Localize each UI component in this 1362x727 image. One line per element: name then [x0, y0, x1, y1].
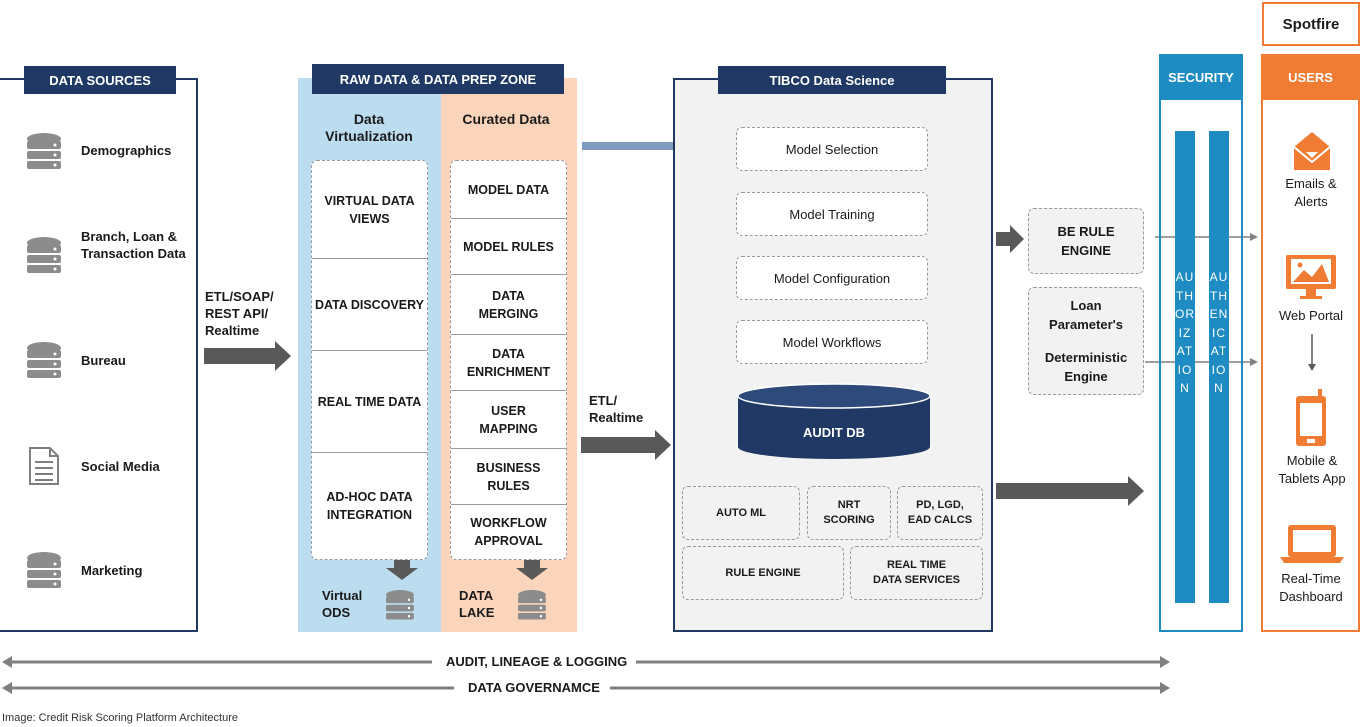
- deterministic-engine-label: Deterministic Engine: [1044, 350, 1128, 384]
- database-icon: [27, 552, 61, 588]
- security-panel: [1159, 54, 1243, 632]
- data-governance-label: DATA GOVERNAMCE: [468, 680, 600, 695]
- virtual-ods-label: Virtual ODS: [322, 588, 363, 620]
- curated-title: Curated Data: [462, 111, 550, 127]
- pd-lgd-ead-calcs: PD, LGD, EAD CALCS: [897, 486, 983, 540]
- workflow-approval: WORKFLOW APPROVAL: [470, 516, 547, 548]
- emails-alerts-label: Emails & Alerts: [1285, 176, 1337, 209]
- source-social-media: Social Media: [81, 459, 160, 474]
- be-arrow: [996, 225, 1024, 253]
- source-demographics: Demographics: [81, 143, 172, 158]
- virtualization-title: Data Virtualization: [325, 111, 413, 144]
- model-configuration: Model Configuration: [736, 256, 928, 300]
- model-training: Model Training: [736, 192, 928, 236]
- document-icon: [29, 447, 59, 485]
- data-merging: DATA MERGING: [451, 275, 566, 335]
- etl-arrow: [204, 341, 291, 371]
- source-branch-loan: Branch, Loan & Transaction Data: [81, 229, 186, 261]
- real-time-data-services: REAL TIME DATA SERVICES: [850, 546, 983, 600]
- rule-engine: RULE ENGINE: [682, 546, 844, 600]
- nrt-scoring: NRT SCORING: [807, 486, 891, 540]
- tibco-header: TIBCO Data Science: [718, 66, 946, 94]
- data-enrichment: DATA ENRICHMENT: [451, 335, 566, 391]
- virtual-data-views: VIRTUAL DATA VIEWS: [312, 161, 427, 259]
- caption: Image: Credit Risk Scoring Platform Arch…: [2, 712, 238, 724]
- loan-parameter-engine: Loan Parameter's Deterministic Engine: [1028, 287, 1144, 395]
- model-data: MODEL DATA: [451, 161, 566, 219]
- real-time-data: REAL TIME DATA: [312, 351, 427, 453]
- source-bureau: Bureau: [81, 353, 126, 368]
- user-mapping: USER MAPPING: [451, 391, 566, 449]
- security-arrow: [996, 476, 1144, 506]
- model-workflows: Model Workflows: [736, 320, 928, 364]
- be-rule-engine: BE RULE ENGINE: [1028, 208, 1144, 274]
- authentication-bar: [1209, 131, 1229, 603]
- virtualization-list: VIRTUAL DATA VIEWS DATA DISCOVERY REAL T…: [311, 160, 428, 560]
- curated-list: MODEL DATA MODEL RULES DATA MERGING DATA…: [450, 160, 567, 560]
- authentication-text: AUTHENICATION: [1209, 270, 1229, 395]
- data-discovery: DATA DISCOVERY: [312, 259, 427, 351]
- database-icon: [27, 237, 61, 273]
- audit-db-label: AUDIT DB: [802, 424, 866, 440]
- database-icon: [27, 342, 61, 378]
- data-lake-label: DATA LAKE: [459, 588, 495, 620]
- authorization-bar: [1175, 131, 1195, 603]
- audit-lineage-label: AUDIT, LINEAGE & LOGGING: [446, 654, 628, 669]
- auto-ml: AUTO ML: [682, 486, 800, 540]
- data-sources-header: DATA SOURCES: [24, 66, 176, 94]
- security-header: SECURITY: [1159, 54, 1243, 100]
- authorization-text: AUTHORIZATION: [1175, 270, 1195, 395]
- business-rules: BUSINESS RULES: [451, 449, 566, 505]
- web-portal-label: Web Portal: [1278, 308, 1344, 323]
- database-icon: [27, 133, 61, 169]
- ad-hoc-data-integration: AD-HOC DATA INTEGRATION: [326, 490, 413, 522]
- etl-realtime-label: ETL/ Realtime: [589, 393, 644, 425]
- users-header: USERS: [1261, 54, 1360, 100]
- model-selection: Model Selection: [736, 127, 928, 171]
- etl-label: ETL/SOAP/ REST API/ Realtime: [205, 289, 274, 338]
- users-panel: [1261, 54, 1360, 632]
- source-marketing: Marketing: [81, 563, 143, 578]
- spotfire-box: Spotfire: [1262, 2, 1360, 46]
- etl-realtime-arrow: [581, 430, 671, 460]
- real-time-dashboard-label: Real-Time Dashboard: [1279, 571, 1343, 604]
- model-rules: MODEL RULES: [451, 219, 566, 275]
- mobile-tablets-label: Mobile & Tablets App: [1278, 453, 1346, 486]
- raw-zone-header: RAW DATA & DATA PREP ZONE: [312, 64, 564, 94]
- loan-parameter-label: Loan Parameter's: [1049, 298, 1123, 332]
